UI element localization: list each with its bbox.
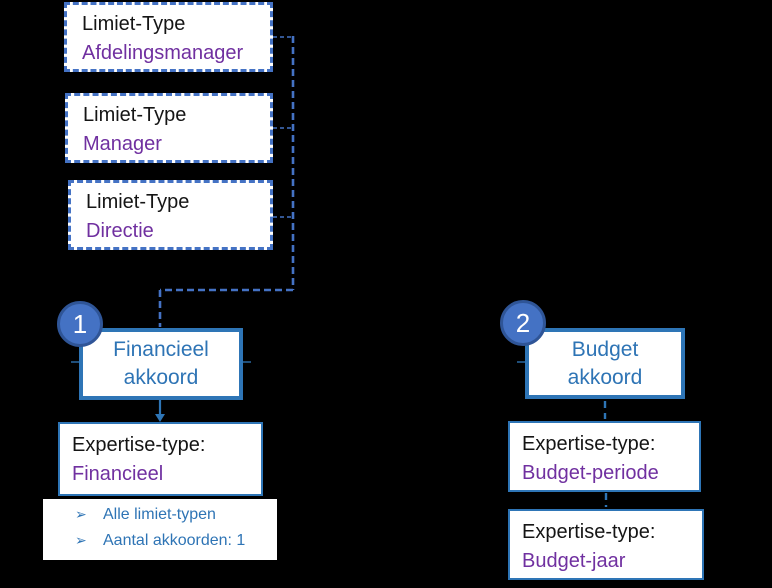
step-2-badge: 2 [500,300,546,346]
limit-type-label: Limiet-Type [83,104,187,126]
limit-type-box-directie: Limiet-Type Directie [68,180,273,250]
expertise-value: Financieel [72,463,164,485]
note-item: ➢ Aantal akkoorden: 1 [43,532,277,558]
limit-type-label: Limiet-Type [82,13,186,35]
node-title-line: Financieel [113,338,209,361]
limit-type-box-afdelingsmanager: Limiet-Type Afdelingsmanager [64,2,273,72]
expertise-label: Expertise-type: [72,434,206,456]
expertise-budget-jaar-box: Expertise-type: Budget-jaar [508,509,704,580]
note-item: ➢ Alle limiet-typen [43,506,277,532]
expertise-value: Budget-periode [522,462,659,484]
note-text: Aantal akkoorden: 1 [103,532,246,549]
expertise-label: Expertise-type: [522,433,656,455]
budget-akkoord-node: Budget akkoord [525,328,685,399]
notes-box: ➢ Alle limiet-typen ➢ Aantal akkoorden: … [43,499,277,560]
node-title-line: Budget [571,337,639,361]
note-text: Alle limiet-typen [103,506,216,523]
expertise-value: Budget-jaar [522,550,626,572]
expertise-budget-periode-box: Expertise-type: Budget-periode [508,421,701,492]
node-title-line: akkoord [567,365,643,389]
node-title-line: akkoord [123,366,199,389]
limit-type-value: Directie [86,220,154,242]
limit-type-box-manager: Limiet-Type Manager [65,93,273,163]
limit-type-value: Manager [83,133,162,155]
limit-type-value: Afdelingsmanager [82,42,244,64]
arrow-bullet-icon: ➢ [75,532,87,548]
limit-type-label: Limiet-Type [86,191,190,213]
expertise-label: Expertise-type: [522,521,656,543]
step-1-badge: 1 [57,301,103,347]
expertise-financieel-box: Expertise-type: Financieel [58,422,263,496]
financieel-akkoord-node: Financieel akkoord [79,328,243,400]
arrow-bullet-icon: ➢ [75,506,87,522]
financieel-expertise-arrowhead-icon [155,414,165,422]
